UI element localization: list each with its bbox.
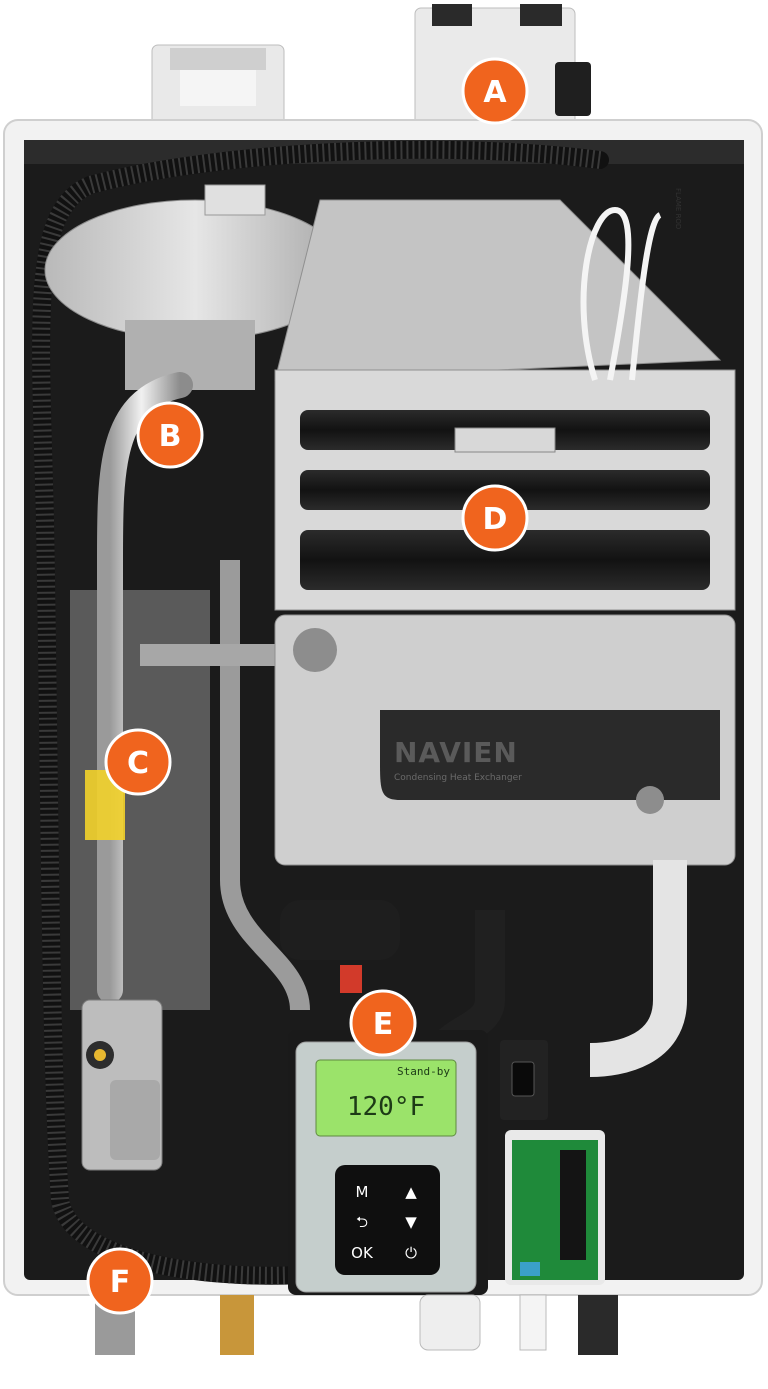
gas-valve bbox=[81, 999, 163, 1171]
marker-label: D bbox=[483, 502, 508, 537]
marker-label: C bbox=[127, 746, 149, 781]
marker-label: B bbox=[159, 419, 182, 454]
marker-f: F bbox=[86, 1247, 154, 1315]
flame-rod-tag: FLAME ROD bbox=[674, 188, 682, 229]
power-switch bbox=[500, 1040, 548, 1120]
marker-label: F bbox=[110, 1265, 131, 1300]
control-panel: Stand-by 120°F M ▲ ⮌ ▼ OK ⏻ bbox=[288, 1030, 488, 1295]
bottom-fittings bbox=[95, 1294, 618, 1355]
marker-circle bbox=[136, 401, 204, 469]
marker-circle bbox=[349, 989, 417, 1057]
marker-e: E bbox=[349, 989, 417, 1057]
marker-circle bbox=[86, 1247, 154, 1315]
marker-circle bbox=[461, 57, 529, 125]
marker-label: E bbox=[373, 1007, 394, 1042]
menu-key[interactable]: M bbox=[356, 1183, 369, 1201]
marker-c: C bbox=[104, 728, 172, 796]
marker-label: A bbox=[483, 75, 507, 110]
navien-logo: NAVIEN bbox=[394, 736, 518, 769]
condensing-heat-exchanger: NAVIEN Condensing Heat Exchanger bbox=[274, 614, 736, 866]
marker-b: B bbox=[136, 401, 204, 469]
exhaust-collar bbox=[151, 44, 285, 126]
lcd-status-text: Stand-by bbox=[397, 1065, 450, 1078]
marker-a: A bbox=[461, 57, 529, 125]
marker-d: D bbox=[461, 484, 529, 552]
power-key[interactable]: ⏻ bbox=[405, 1244, 417, 1262]
back-key[interactable]: ⮌ bbox=[356, 1213, 368, 1231]
terminal-board bbox=[505, 1130, 605, 1285]
lcd-temperature: 120°F bbox=[347, 1092, 425, 1122]
marker-circle bbox=[104, 728, 172, 796]
up-arrow-key[interactable]: ▲ bbox=[405, 1183, 417, 1201]
marker-circle bbox=[461, 484, 529, 552]
down-arrow-key[interactable]: ▼ bbox=[405, 1213, 417, 1231]
exchanger-subtitle: Condensing Heat Exchanger bbox=[394, 773, 522, 783]
ok-key[interactable]: OK bbox=[351, 1244, 374, 1262]
